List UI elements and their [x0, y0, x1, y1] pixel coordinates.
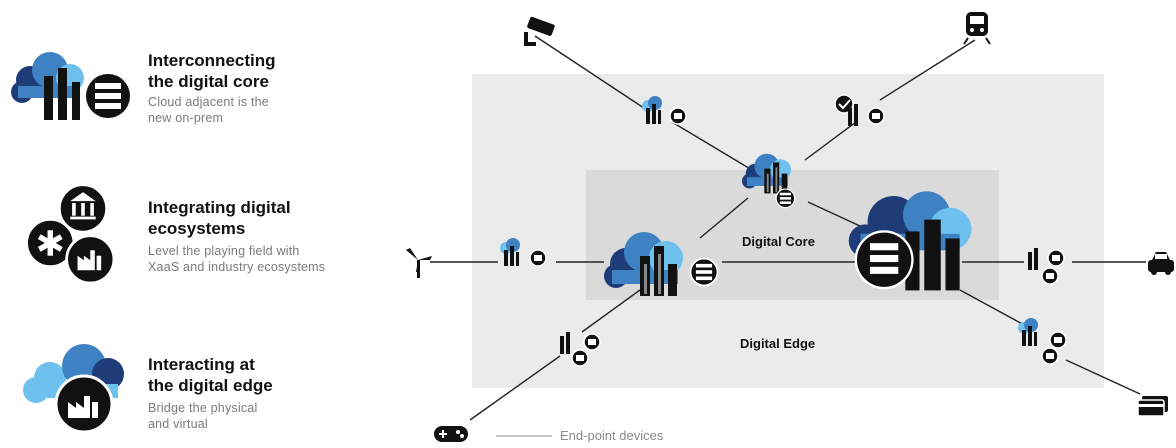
gamepad-icon	[434, 426, 468, 442]
train-icon	[963, 12, 991, 45]
digital-core-label: Digital Core	[742, 234, 815, 249]
endpoint-devices-label: End-point devices	[560, 428, 664, 442]
ecosystem-icons-group	[25, 183, 116, 283]
cloud-factory-icon	[23, 344, 124, 434]
edge-node-top-right	[834, 94, 885, 126]
car-icon	[1148, 252, 1174, 275]
core-node-main	[848, 191, 972, 291]
edge-node-right	[1028, 248, 1065, 285]
digital-edge-label: Digital Edge	[740, 336, 815, 351]
cloud-datacenter-icon	[11, 52, 130, 120]
wind-turbine-icon	[406, 248, 432, 278]
connection-lines	[430, 35, 1146, 421]
credit-card-icon	[1137, 396, 1168, 417]
security-camera-icon	[524, 16, 555, 46]
edge-node-bottom-left	[560, 332, 601, 367]
